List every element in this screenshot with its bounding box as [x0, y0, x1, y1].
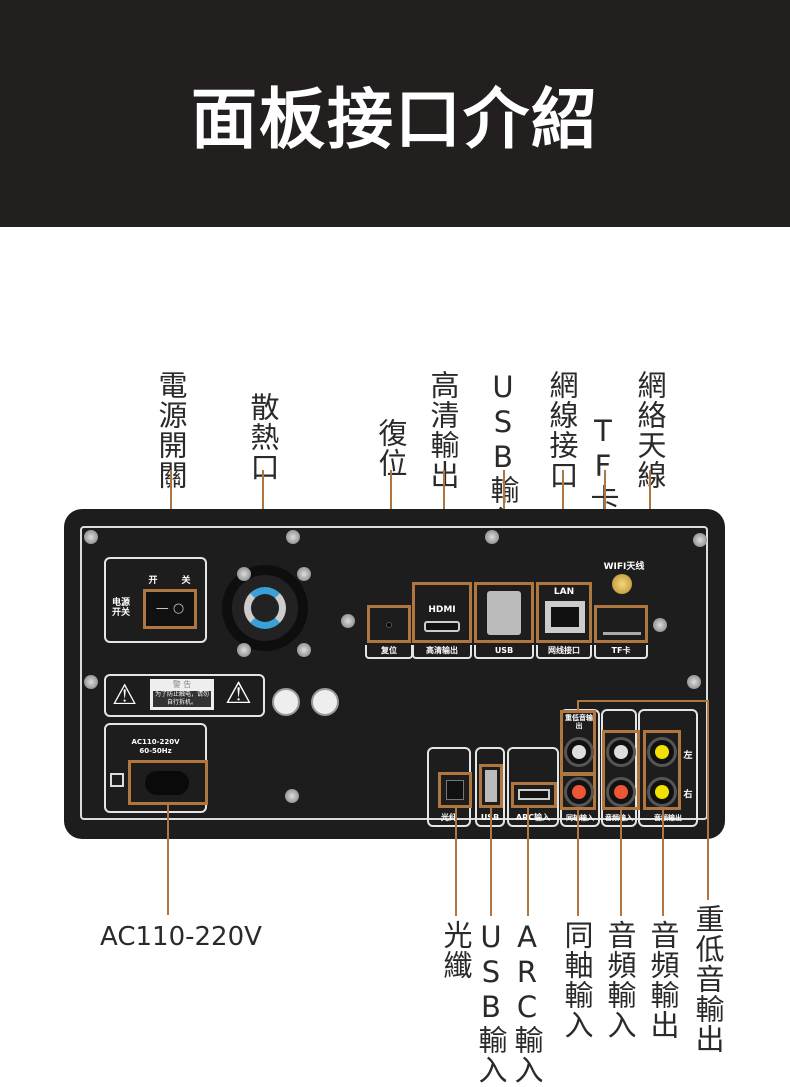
screw-icon — [485, 530, 499, 544]
label-usb-in-2: USB輸入 — [474, 920, 508, 1085]
caption-audio-out: 音频输出 — [654, 814, 682, 822]
label-coax-in: 同軸輸入 — [560, 920, 594, 1040]
left-label: 左 — [683, 751, 693, 761]
double-insulation-icon — [110, 773, 124, 787]
audio-in-left-jack[interactable] — [606, 737, 636, 767]
caption-optical: 光纤 — [441, 813, 457, 822]
caption-usb2: USB — [475, 812, 505, 826]
header-banner: 面板接口介紹 — [0, 0, 790, 227]
label-sub-out: 重低音輸出 — [691, 904, 725, 1054]
screw-icon — [84, 530, 98, 544]
power-rating-voltage: AC110-220V — [131, 738, 180, 746]
screw-icon — [693, 533, 707, 547]
power-rating-freq: 60-50Hz — [139, 747, 172, 755]
power-switch-area — [104, 557, 207, 643]
optical-in-port[interactable] — [438, 772, 472, 808]
label-reset: 復位 — [374, 418, 408, 478]
label-ac-input: AC110-220V — [100, 922, 262, 952]
switch-label: 电源开关 — [111, 598, 130, 618]
sub-out-jack[interactable] — [564, 737, 594, 767]
cert-icon — [272, 688, 300, 716]
right-label: 右 — [683, 790, 693, 800]
caution-icon: ⚠ — [225, 676, 252, 711]
label-audio-out: 音頻輸出 — [646, 920, 680, 1040]
caption-arc: ARC输入 — [515, 813, 551, 822]
caption-tf: TF卡 — [594, 645, 648, 659]
warning-text: 为了防止触电，请勿自行拆机。 — [153, 691, 211, 707]
caption-audio-in: 音频输入 — [605, 814, 633, 822]
screw-icon — [687, 675, 701, 689]
power-switch[interactable]: — ○ — [143, 589, 197, 629]
switch-symbols: — ○ — [155, 601, 185, 616]
caption-reset: 复位 — [365, 645, 413, 659]
audio-out-right-jack[interactable] — [647, 777, 677, 807]
label-optical: 光纖 — [439, 920, 473, 980]
label-tf: TF卡 — [586, 414, 620, 514]
arc-area — [507, 747, 559, 827]
arc-in-port[interactable] — [511, 782, 557, 808]
no-heat-icon — [311, 688, 339, 716]
hdmi-label: HDMI — [428, 605, 456, 615]
screw-icon — [285, 789, 299, 803]
hdmi-out-port[interactable]: HDMI — [412, 582, 472, 643]
switch-off-label: 关 — [181, 576, 191, 586]
caption-coax: 同轴输入 — [566, 814, 594, 822]
screw-icon — [237, 567, 251, 581]
tf-card-slot[interactable] — [594, 605, 648, 643]
screw-icon — [237, 643, 251, 657]
audio-in-right-jack[interactable] — [606, 777, 636, 807]
lan-port[interactable]: LAN — [536, 582, 592, 643]
label-audio-in: 音頻輸入 — [603, 920, 637, 1040]
screw-icon — [341, 614, 355, 628]
switch-on-label: 开 — [148, 576, 158, 586]
warning-title: 警 告 — [172, 680, 192, 689]
usb-in-port[interactable] — [474, 582, 534, 643]
sub-out-label: 重低音输出 — [565, 714, 593, 730]
caption-hdmi: 高清输出 — [412, 645, 472, 659]
screw-icon — [297, 643, 311, 657]
lightning-warning-icon: ⚠ — [112, 678, 138, 711]
screw-icon — [286, 530, 300, 544]
caption-usb: USB — [474, 645, 534, 659]
coax-in-jack[interactable] — [564, 777, 594, 807]
screw-icon — [84, 675, 98, 689]
warning-sticker: 警 告 为了防止触电，请勿自行拆机。 — [150, 679, 214, 710]
ac-power-socket[interactable] — [128, 760, 208, 805]
label-vent: 散熱口 — [246, 392, 280, 482]
panel-frame — [80, 526, 708, 820]
screw-icon — [297, 567, 311, 581]
warning-area — [104, 674, 265, 717]
wifi-label: WIFI天线 — [603, 562, 645, 572]
audio-out-left-jack[interactable] — [647, 737, 677, 767]
screw-icon — [653, 618, 667, 632]
page-title: 面板接口介紹 — [191, 81, 599, 158]
usb-in-port-2[interactable] — [479, 764, 503, 808]
wifi-antenna-connector[interactable] — [612, 574, 632, 594]
label-arc-in: ARC輸入 — [510, 920, 544, 1085]
lan-label: LAN — [553, 587, 575, 597]
caption-lan: 网线接口 — [536, 645, 592, 659]
fan-vent-icon — [222, 565, 308, 651]
reset-button[interactable] — [367, 605, 411, 643]
